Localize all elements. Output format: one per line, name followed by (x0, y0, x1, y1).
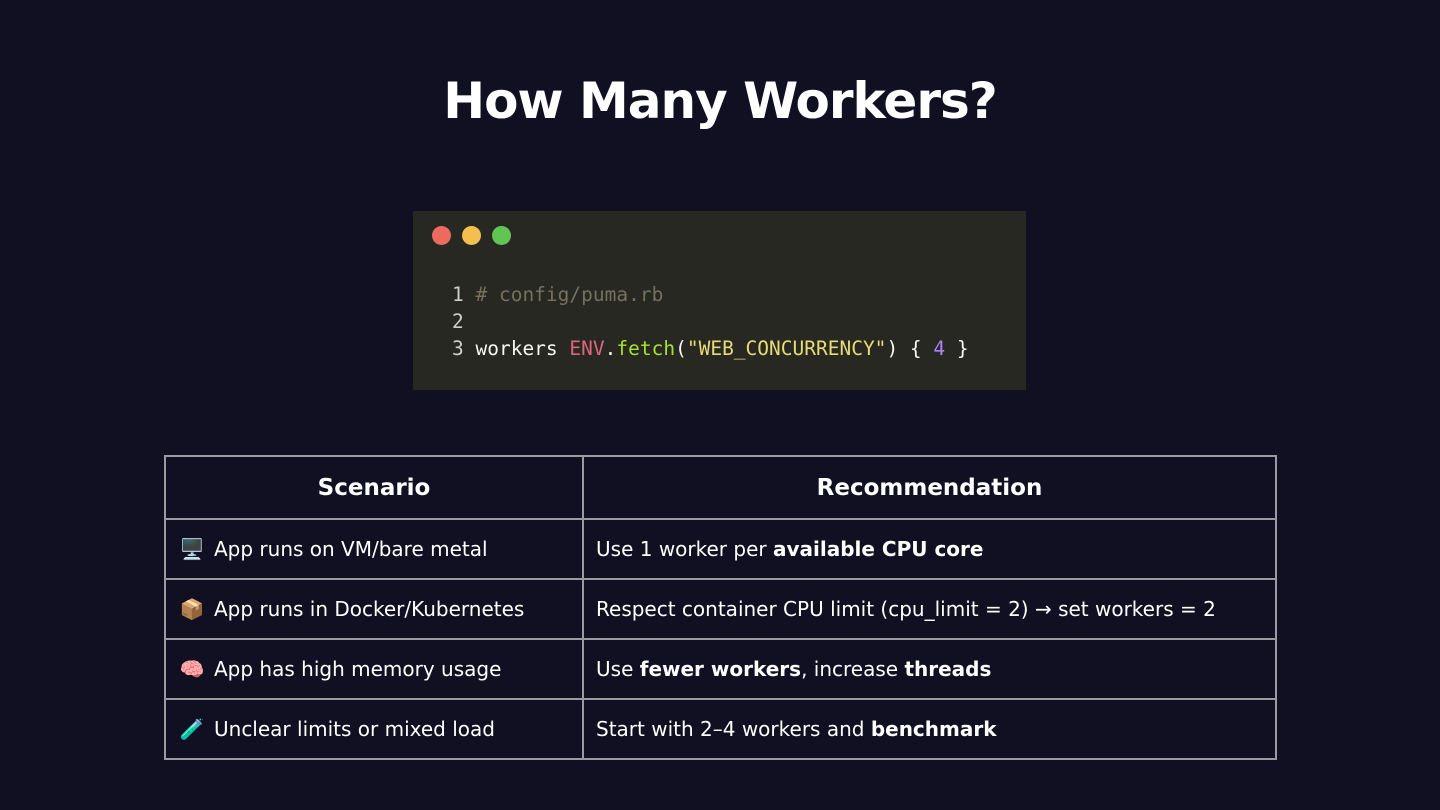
code-token: ENV (569, 337, 605, 360)
window-minimize-dot-icon (462, 226, 481, 245)
scenario-text: App has high memory usage (214, 657, 502, 681)
line-number: 3 (452, 337, 476, 360)
code-token: # config/puma.rb (475, 283, 664, 306)
recommendation-text: Use (596, 657, 640, 681)
table-row: 🖥️ App runs on VM/bare metal Use 1 worker … (163, 518, 1277, 580)
code-token: ) { (886, 337, 934, 360)
package-icon: 📦 (179, 597, 205, 621)
recommendation-emphasis: threads (904, 657, 992, 681)
scenario-text: App runs on VM/bare metal (214, 537, 488, 561)
scenario-cell: 🧪 Unclear limits or mixed load (163, 698, 585, 760)
scenario-cell: 📦 App runs in Docker/Kubernetes (163, 578, 585, 640)
code-token: "WEB_CONCURRENCY" (686, 337, 887, 360)
recommendation-text: Respect container CPU limit (cpu_limit =… (596, 597, 1216, 621)
desktop-computer-icon: 🖥️ (179, 537, 205, 561)
recommendation-cell: Use 1 worker per available CPU core (582, 518, 1277, 580)
recommendation-cell: Start with 2–4 workers and benchmark (582, 698, 1277, 760)
recommendation-cell: Respect container CPU limit (cpu_limit =… (582, 578, 1277, 640)
recommendation-emphasis: available CPU core (772, 537, 984, 561)
recommendation-table: Scenario Recommendation 🖥️ App runs on VM… (163, 455, 1277, 760)
column-header-scenario: Scenario (163, 455, 585, 520)
line-number: 1 (452, 283, 476, 306)
code-token: fetch (616, 337, 676, 360)
code-line: 3 workers ENV.fetch("WEB_CONCURRENCY") {… (452, 335, 969, 362)
scenario-cell: 🖥️ App runs on VM/bare metal (163, 518, 585, 580)
code-window (413, 211, 1026, 390)
brain-icon: 🧠 (179, 657, 205, 681)
window-maximize-dot-icon (492, 226, 511, 245)
line-number: 2 (452, 310, 476, 333)
table-row: 🧪 Unclear limits or mixed load Start with … (163, 698, 1277, 760)
window-close-dot-icon (432, 226, 451, 245)
recommendation-text: Use 1 worker per (596, 537, 773, 561)
code-token: 4 (933, 337, 946, 360)
table-header-row: Scenario Recommendation (163, 455, 1277, 520)
table-row: 📦 App runs in Docker/Kubernetes Respect co… (163, 578, 1277, 640)
code-line: 2 (452, 308, 969, 335)
recommendation-text: , increase (801, 657, 905, 681)
recommendation-cell: Use fewer workers, increase threads (582, 638, 1277, 700)
slide-title: How Many Workers? (443, 72, 998, 130)
scenario-text: App runs in Docker/Kubernetes (214, 597, 525, 621)
code-token: . (604, 337, 617, 360)
column-header-recommendation: Recommendation (582, 455, 1277, 520)
code-token: workers (475, 337, 570, 360)
recommendation-text: Start with 2–4 workers and (596, 717, 871, 741)
table-row: 🧠 App has high memory usage Use fewer work… (163, 638, 1277, 700)
recommendation-emphasis: benchmark (870, 717, 997, 741)
code-line: 1 # config/puma.rb (452, 281, 969, 308)
code-token: ( (675, 337, 687, 360)
recommendation-emphasis: fewer workers (639, 657, 802, 681)
scenario-cell: 🧠 App has high memory usage (163, 638, 585, 700)
scenario-text: Unclear limits or mixed load (214, 717, 495, 741)
test-tube-icon: 🧪 (179, 717, 205, 741)
code-token: } (945, 337, 969, 360)
